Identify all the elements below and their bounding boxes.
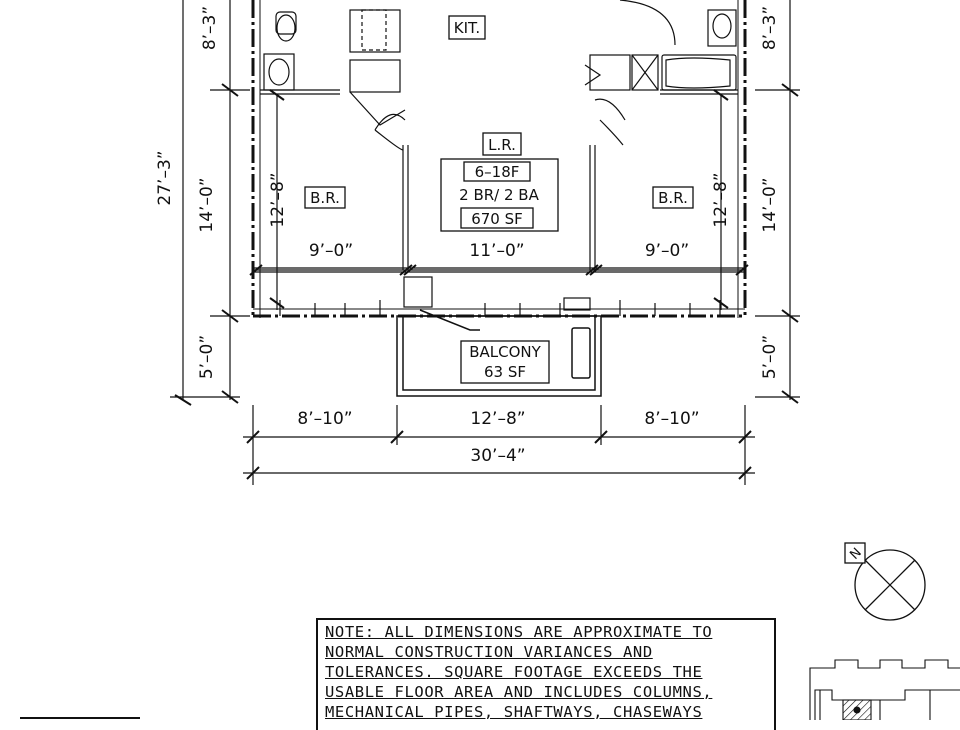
note-line: TOLERANCES. SQUARE FOOTAGE EXCEEDS THE bbox=[325, 663, 703, 681]
dim-overall-width: 30’–4” bbox=[470, 446, 525, 466]
note-line: USABLE FLOOR AREA AND INCLUDES COLUMNS, bbox=[325, 683, 713, 701]
balcony-area: 63 SF bbox=[484, 363, 526, 381]
dim-seg-mid: 12’–8” bbox=[470, 409, 525, 429]
dim-left-bottom: 5’–0” bbox=[197, 335, 217, 379]
note-line: MECHANICAL PIPES, SHAFTWAYS, CHASEWAYS bbox=[325, 703, 703, 721]
balcony-label: BALCONY bbox=[469, 343, 541, 361]
dim-br-right-depth: 12’–8” bbox=[711, 172, 731, 227]
room-labels: KIT. L.R. 6–18F 2 BR/ 2 BA 670 SF B.R. B… bbox=[304, 15, 694, 384]
dim-br-left-depth: 12’–8” bbox=[268, 172, 288, 227]
note-line: NOTE: ALL DIMENSIONS ARE APPROXIMATE TO bbox=[325, 623, 713, 641]
dim-overall-height: 27’–3” bbox=[155, 150, 175, 205]
window-mullions bbox=[279, 276, 721, 316]
note-line: NORMAL CONSTRUCTION VARIANCES AND bbox=[325, 643, 653, 661]
north-arrow-icon: N bbox=[844, 542, 926, 621]
dim-right-mid: 14’–0” bbox=[760, 177, 780, 232]
disclaimer-note: NOTE: ALL DIMENSIONS ARE APPROXIMATE TO … bbox=[316, 618, 776, 730]
fixtures bbox=[263, 0, 737, 151]
dim-lr-width: 11’–0” bbox=[469, 241, 524, 261]
balcony bbox=[396, 309, 602, 397]
dim-br-left-width: 9’–0” bbox=[309, 241, 353, 261]
kitchen-label: KIT. bbox=[454, 19, 480, 37]
dim-br-right-width: 9’–0” bbox=[645, 241, 689, 261]
dim-top-left: 8’–3” bbox=[200, 6, 220, 50]
dim-right-bottom: 5’–0” bbox=[760, 335, 780, 379]
dimension-labels: 8’–3” 8’–3” 27’–3” 14’–0” 14’–0” 5’–0” 5… bbox=[155, 6, 780, 466]
unit-type: 2 BR/ 2 BA bbox=[459, 186, 539, 204]
unit-floors: 6–18F bbox=[475, 163, 520, 181]
dimension-lines bbox=[170, 0, 800, 485]
dim-seg-right: 8’–10” bbox=[644, 409, 699, 429]
dim-seg-left: 8’–10” bbox=[297, 409, 352, 429]
bedroom-left-label: B.R. bbox=[310, 189, 340, 207]
living-room-label: L.R. bbox=[488, 136, 516, 154]
key-plan bbox=[809, 659, 960, 720]
dim-left-mid: 14’–0” bbox=[197, 177, 217, 232]
dim-top-right: 8’–3” bbox=[760, 6, 780, 50]
bedroom-right-label: B.R. bbox=[658, 189, 688, 207]
unit-area: 670 SF bbox=[471, 210, 523, 228]
